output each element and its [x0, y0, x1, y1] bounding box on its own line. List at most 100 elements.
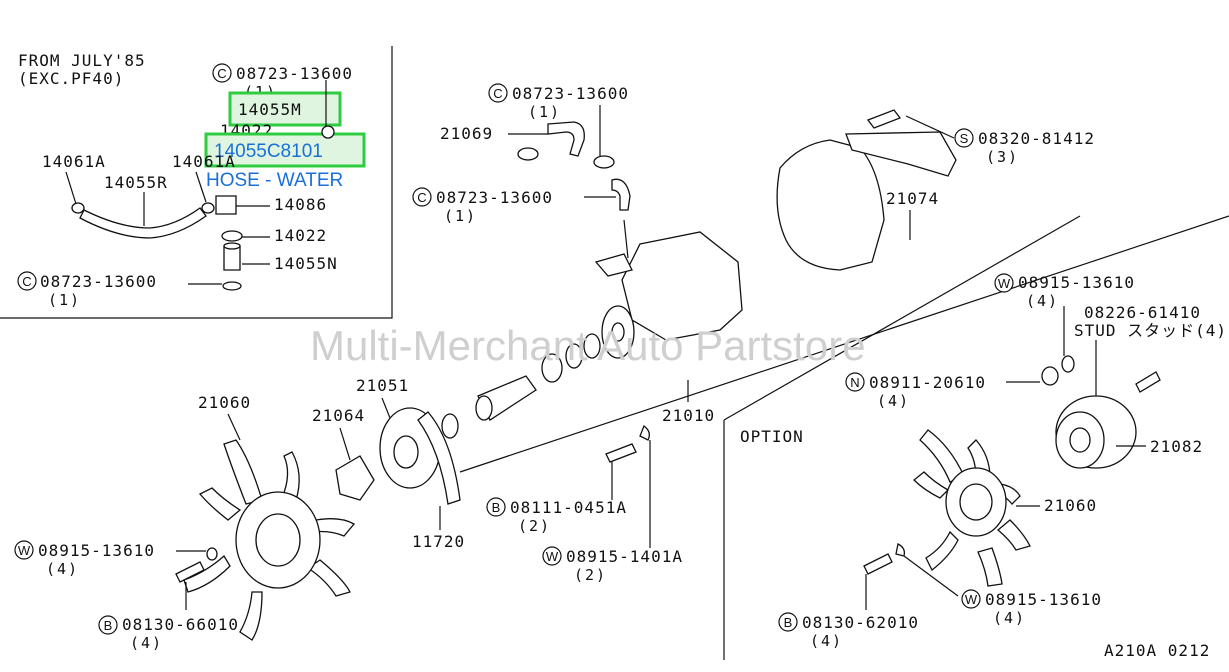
inset-clamp-top-code: 08723-13600 — [236, 64, 353, 83]
main-washer1-code: 08915-1401A — [566, 547, 683, 566]
main-washer2-code: 08915-13610 — [38, 541, 155, 560]
option-washer-bottom-qty: (4) — [993, 609, 1026, 627]
option-stud-code: 08226-61410 — [1084, 303, 1201, 322]
option-title: OPTION — [740, 427, 804, 446]
nut-icon — [1041, 366, 1059, 386]
circle-b-mark — [778, 612, 798, 632]
main-screw-code: 08320-81412 — [978, 129, 1095, 148]
svg-text:S: S — [960, 131, 969, 146]
main-clamp-upper-qty: (1) — [528, 103, 561, 121]
option-bolt-code: 08130-62010 — [802, 613, 919, 632]
inset-note-line2: (EXC.PF40) — [18, 69, 124, 88]
main-washer2-qty: (4) — [46, 560, 79, 578]
part-label-14061a-left: 14061A — [42, 152, 106, 171]
bolt-icon — [863, 553, 893, 575]
option-washer-bottom-code: 08915-13610 — [985, 590, 1102, 609]
main-assembly: C 08723-13600 (1) 21069 C 08723-13600 (1… — [14, 83, 1229, 660]
bolt-icon — [175, 561, 205, 583]
highlight-box-14055m[interactable] — [228, 91, 342, 127]
part-label-21074: 21074 — [886, 189, 939, 208]
highlight-part-name[interactable]: HOSE - WATER — [206, 170, 343, 191]
highlight-part-code[interactable]: 14055C8101 — [214, 141, 323, 162]
part-label-14055m[interactable]: 14055M — [238, 100, 302, 119]
option-section: OPTION W 08915-13610 (4) 08226-61410 STU… — [740, 273, 1227, 650]
svg-text:W: W — [998, 276, 1011, 291]
water-hose-upper — [547, 121, 585, 157]
main-clamp-mid-code: 08723-13600 — [436, 188, 553, 207]
option-nut-code: 08911-20610 — [869, 373, 986, 392]
svg-text:W: W — [18, 543, 31, 558]
circle-w-mark — [961, 589, 981, 609]
part-label-14061a-right: 14061A — [172, 152, 236, 171]
svg-text:C: C — [217, 66, 226, 81]
fan-hub — [335, 455, 375, 501]
part-label-14055r: 14055R — [104, 173, 168, 192]
circle-w-mark — [14, 540, 34, 560]
part-label-14055n: 14055N — [274, 254, 338, 273]
part-label-21010: 21010 — [662, 406, 715, 425]
cooling-fan-blades — [183, 439, 355, 641]
inset-panel: FROM JULY'85 (EXC.PF40) C 08723-13600 (1… — [0, 46, 393, 319]
svg-text:W: W — [546, 549, 559, 564]
highlight-box-hose[interactable] — [204, 132, 366, 168]
pump-cover-gasket — [776, 139, 885, 271]
option-nut-qty: (4) — [877, 392, 910, 410]
main-bolt1-qty: (2) — [518, 517, 551, 535]
drive-belt — [417, 411, 461, 505]
option-washer-qty: (4) — [1026, 292, 1059, 310]
circle-c-mark — [212, 63, 232, 83]
main-screw-qty: (3) — [986, 148, 1019, 166]
svg-text:B: B — [492, 500, 501, 515]
part-label-11720: 11720 — [412, 532, 465, 551]
svg-text:B: B — [784, 615, 793, 630]
main-clamp-mid-qty: (1) — [444, 207, 477, 225]
part-label-21069: 21069 — [440, 124, 493, 143]
circle-c-mark — [17, 271, 37, 291]
washer-icon — [639, 424, 650, 441]
svg-text:C: C — [417, 190, 426, 205]
circle-n-mark — [845, 372, 865, 392]
main-clamp-upper-code: 08723-13600 — [512, 84, 629, 103]
inset-clamp-bottom-code: 08723-13600 — [40, 272, 157, 291]
washer-icon — [895, 543, 906, 557]
svg-text:N: N — [850, 375, 859, 390]
circle-c-mark — [412, 187, 432, 207]
fan-clutch — [1055, 395, 1137, 469]
figure-code: A210A 0212 — [1104, 641, 1210, 660]
option-stud-label: STUD スタッド(4) — [1074, 321, 1227, 340]
svg-text:C: C — [22, 274, 31, 289]
circle-w-mark — [542, 546, 562, 566]
inset-hose-assembly — [65, 80, 335, 291]
part-label-21060-main: 21060 — [198, 393, 251, 412]
circle-s-mark — [954, 128, 974, 148]
svg-text:C: C — [493, 86, 502, 101]
circle-b-mark — [486, 497, 506, 517]
inset-clamp-bottom-qty: (1) — [48, 291, 81, 309]
screw-bolt-icon — [866, 109, 902, 129]
part-label-21060-option: 21060 — [1044, 496, 1097, 515]
circle-w-mark — [994, 273, 1014, 293]
circle-b-mark — [98, 615, 118, 635]
option-bolt-qty: (4) — [810, 632, 843, 650]
option-fan-blades — [913, 429, 1031, 587]
svg-text:B: B — [104, 618, 113, 633]
circle-c-mark — [488, 83, 508, 103]
water-pump-body — [594, 219, 743, 359]
svg-text:W: W — [965, 592, 978, 607]
watermark: Multi-Merchant Auto Partstore — [310, 322, 866, 369]
washer-icon — [1061, 355, 1075, 373]
main-bolt2-qty: (4) — [130, 634, 163, 652]
bolt-icon — [605, 443, 637, 463]
part-label-21051: 21051 — [356, 376, 409, 395]
part-label-21064: 21064 — [312, 406, 365, 425]
pump-shaft-bearings — [441, 333, 601, 439]
inset-note-line1: FROM JULY'85 — [18, 51, 146, 70]
part-label-21082: 21082 — [1150, 437, 1203, 456]
main-bolt1-code: 08111-0451A — [510, 498, 627, 517]
main-bolt2-code: 08130-66010 — [122, 615, 239, 634]
option-washer-code: 08915-13610 — [1018, 273, 1135, 292]
main-washer1-qty: (2) — [574, 566, 607, 584]
stud-icon — [1135, 371, 1161, 393]
part-label-14022-bottom: 14022 — [274, 226, 327, 245]
